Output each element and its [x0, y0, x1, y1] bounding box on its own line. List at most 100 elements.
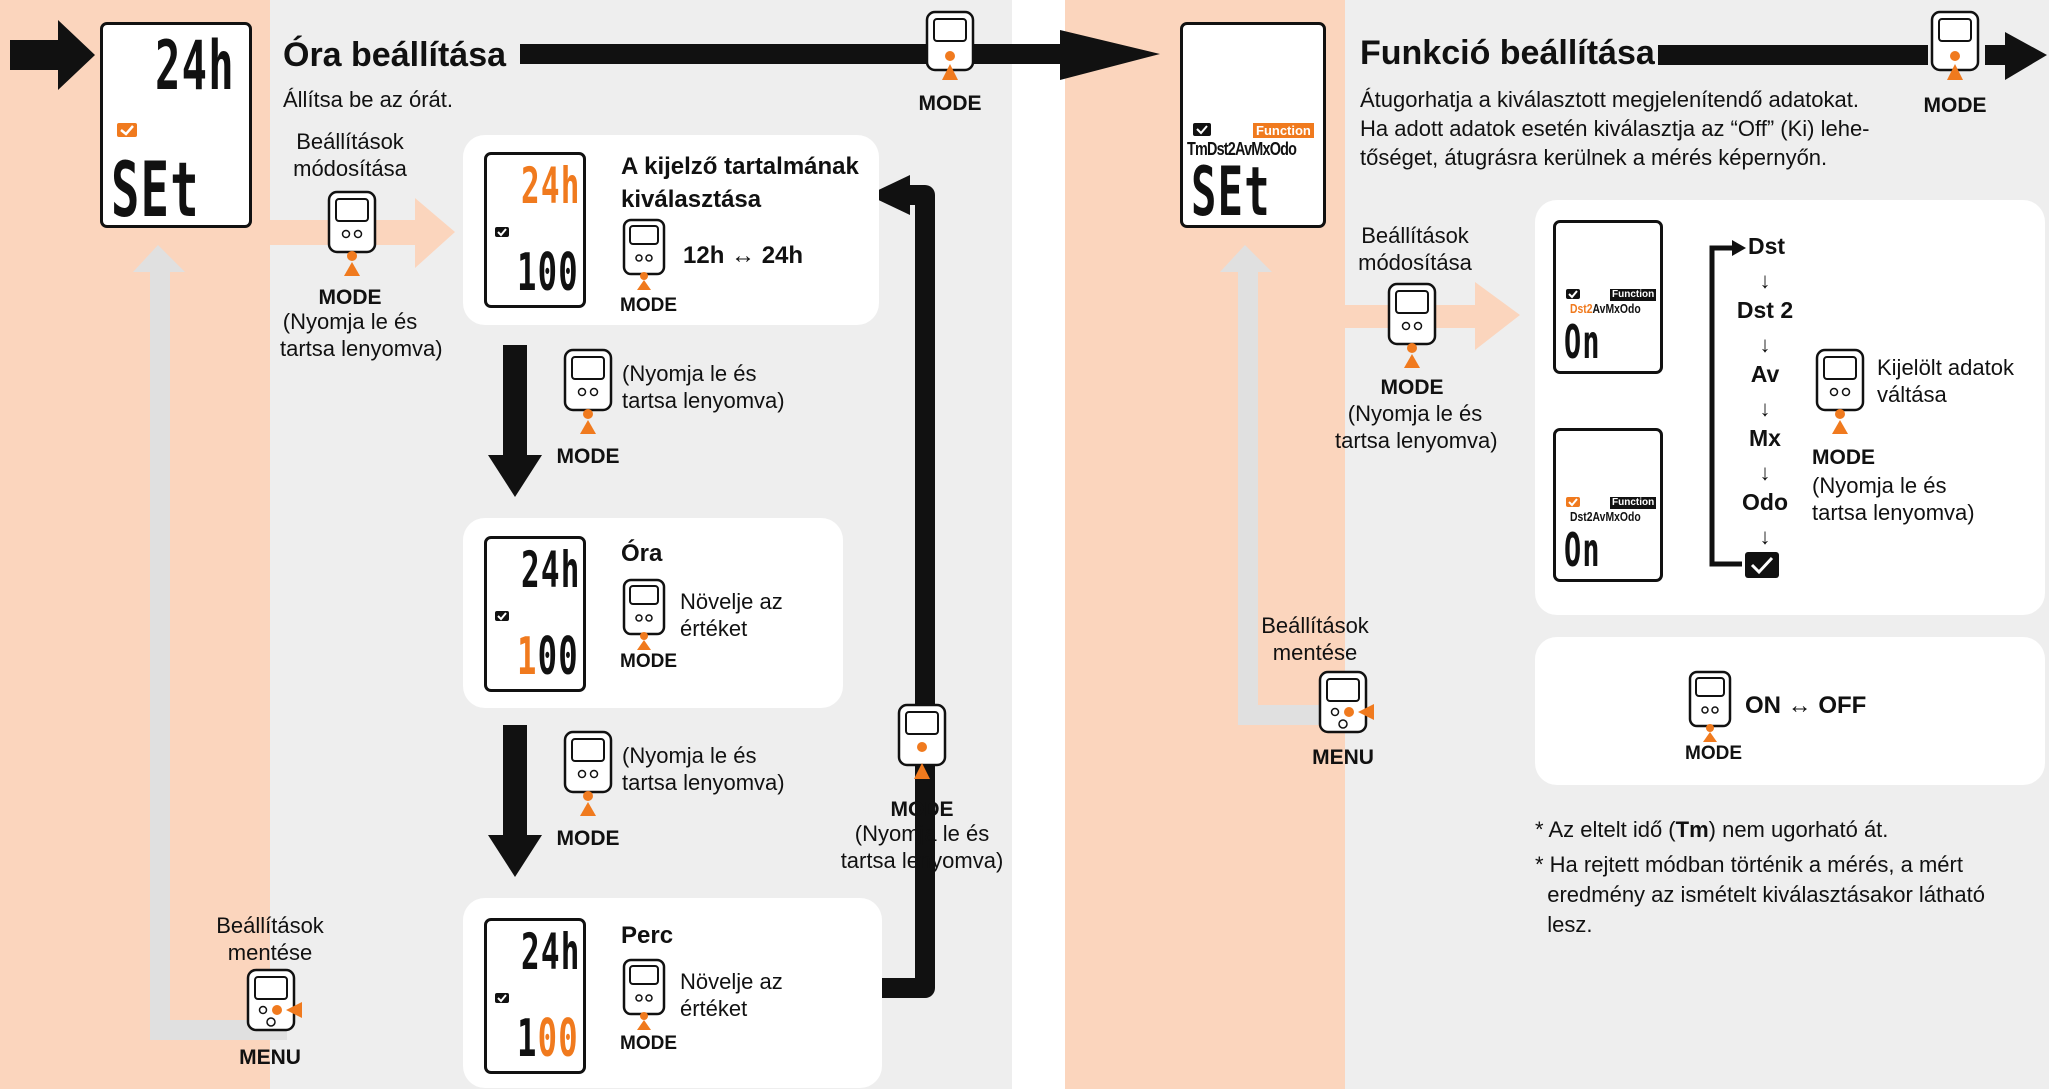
step2-button-label: MODE — [556, 827, 620, 850]
menu-button-icon[interactable] — [1318, 670, 1378, 740]
panel2-screen-bottom: 100 — [517, 627, 579, 687]
clock-icon — [495, 227, 509, 237]
function-main-screen: Function TmDst2AvMxOdo SEt — [1180, 22, 1326, 228]
panel1-title: A kijelző tartalmának kiválasztása — [621, 153, 859, 213]
down-arrow-icon-2 — [488, 835, 542, 877]
clock-icon — [1566, 289, 1580, 299]
step2-note: (Nyomja le és tartsa lenyomva) — [622, 743, 785, 795]
mode-button-icon[interactable] — [1688, 670, 1732, 742]
screen-top-value: 24h — [155, 27, 235, 106]
function-screen-bottom: SEt — [1191, 153, 1271, 228]
arrow-down-icon: ↓ — [1759, 524, 1771, 549]
screen-a-bottom: On — [1564, 315, 1601, 369]
panel3-title: Perc — [621, 922, 674, 949]
cycle-screen-a: Function Dst2AvMxOdo On — [1553, 220, 1663, 374]
entry-arrow-icon — [10, 20, 95, 90]
function-badge: Function — [1253, 123, 1314, 138]
clock-icon — [117, 123, 137, 137]
panel1-toggle: 12h ↔ 24h — [683, 242, 804, 269]
light-up-arrow-left — [133, 245, 287, 1040]
note-elapsed-time: * Az eltelt idő (Tm) nem ugorható át. — [1535, 817, 1889, 842]
down-arrow-icon-1 — [488, 455, 542, 497]
clock-icon — [495, 993, 509, 1003]
mode-button-icon[interactable] — [897, 703, 947, 791]
change-settings-label: Beállítások módosítása — [293, 129, 407, 181]
clock-icon — [1745, 552, 1779, 578]
mode-button-icon[interactable] — [622, 958, 666, 1030]
clock-icon — [1566, 497, 1580, 507]
clock-section-subtitle: Állítsa be az órát. — [283, 87, 453, 112]
function-save-settings-label: Beállítások mentése — [1261, 613, 1369, 665]
panel1-screen: 24h 100 — [484, 152, 586, 308]
top-mode-label: MODE — [918, 92, 982, 115]
switch-button-label: MODE — [1812, 446, 1875, 469]
exit-arrow-icon — [2005, 32, 2047, 80]
function-save-button-label: MENU — [1312, 746, 1374, 769]
mode-button-icon[interactable] — [1815, 348, 1865, 436]
screen-a-badge: Function — [1610, 289, 1657, 301]
function-section-title: Funkció beállítása — [1360, 34, 1655, 72]
mode-button-icon[interactable] — [327, 190, 377, 278]
screen-b-labels: Dst2AvMxOdo — [1570, 509, 1641, 524]
panel2-button-label: MODE — [620, 651, 677, 672]
panel3-action: Növelje az értéket — [680, 969, 783, 1021]
panel2-screen: 24h 100 — [484, 536, 586, 692]
loop-note: (Nyomja le és tartsa lenyomva) — [840, 821, 1004, 873]
cycle-item: Av — [1750, 361, 1780, 387]
cycle-item: Dst 2 — [1736, 297, 1794, 323]
on-off-button-label: MODE — [1685, 743, 1742, 764]
cycle-screen-b: Function Dst2AvMxOdo On — [1553, 428, 1663, 582]
screen-b-bottom: On — [1564, 523, 1601, 577]
clock-main-screen: 24h SEt — [100, 22, 252, 228]
save-settings-button-label: MENU — [239, 1046, 301, 1069]
arrow-down-icon: ↓ — [1759, 460, 1771, 485]
arrow-down-icon: ↓ — [1759, 396, 1771, 421]
on-off-panel — [1535, 637, 2045, 785]
change-settings-note: (Nyomja le és tartsa lenyomva) — [280, 309, 443, 361]
panel1-screen-top: 24h — [521, 157, 581, 215]
mode-button-icon[interactable] — [563, 730, 613, 818]
loop-arrow — [862, 185, 935, 998]
screen-bottom-value: SEt — [111, 145, 200, 228]
function-labels: TmDst2AvMxOdo — [1187, 139, 1297, 159]
cycle-bracket — [1709, 240, 1746, 567]
save-settings-label: Beállítások mentése — [216, 913, 324, 965]
panel1-screen-bottom: 100 — [517, 243, 579, 303]
mode-button-icon[interactable] — [563, 348, 613, 436]
screen-b-badge: Function — [1610, 497, 1657, 509]
arrow-down-icon: ↓ — [1759, 332, 1771, 357]
panel2-action: Növelje az értéket — [680, 589, 783, 641]
on-off-label: ON ↔ OFF — [1745, 692, 1867, 719]
function-section-desc: Átugorhatja a kiválasztott megjelenítend… — [1360, 87, 1870, 170]
panel3-button-label: MODE — [620, 1033, 677, 1054]
panel3-screen-bottom: 100 — [517, 1009, 579, 1069]
panel2-title: Óra — [621, 540, 663, 567]
panel1-button-label: MODE — [620, 295, 677, 316]
arrow-down-icon: ↓ — [1759, 268, 1771, 293]
mode-button-icon[interactable] — [1387, 282, 1437, 370]
cycle-item: Odo — [1742, 489, 1788, 515]
step1-button-label: MODE — [556, 445, 620, 468]
function-change-settings-label: Beállítások módosítása — [1358, 223, 1472, 275]
menu-button-icon[interactable] — [246, 968, 306, 1038]
panel2-screen-top: 24h — [521, 541, 581, 599]
clock-icon — [495, 611, 509, 621]
switch-label: Kijelölt adatok váltása — [1877, 355, 2014, 407]
switch-note: (Nyomja le és tartsa lenyomva) — [1812, 473, 1975, 525]
clock-icon — [1193, 123, 1211, 136]
screen-a-labels: Dst2AvMxOdo — [1570, 301, 1641, 316]
mode-button-icon[interactable] — [622, 218, 666, 290]
function-change-note: (Nyomja le és tartsa lenyomva) — [1335, 401, 1498, 453]
panel3-screen-top: 24h — [521, 923, 581, 981]
cycle-item: Dst — [1748, 233, 1786, 259]
mode-button-icon[interactable] — [925, 10, 975, 82]
light-up-arrow-right — [1220, 245, 1320, 725]
step1-note: (Nyomja le és tartsa lenyomva) — [622, 361, 785, 413]
mode-button-icon[interactable] — [1930, 10, 1980, 82]
loop-button-label: MODE — [890, 798, 954, 821]
mode-button-icon[interactable] — [622, 578, 666, 650]
clock-section-title: Óra beállítása — [283, 36, 507, 74]
panel3-screen: 24h 100 — [484, 918, 586, 1074]
note-hidden-mode: * Ha rejtett módban történik a mérés, a … — [1535, 852, 1985, 937]
function-change-button-label: MODE — [1380, 376, 1444, 399]
